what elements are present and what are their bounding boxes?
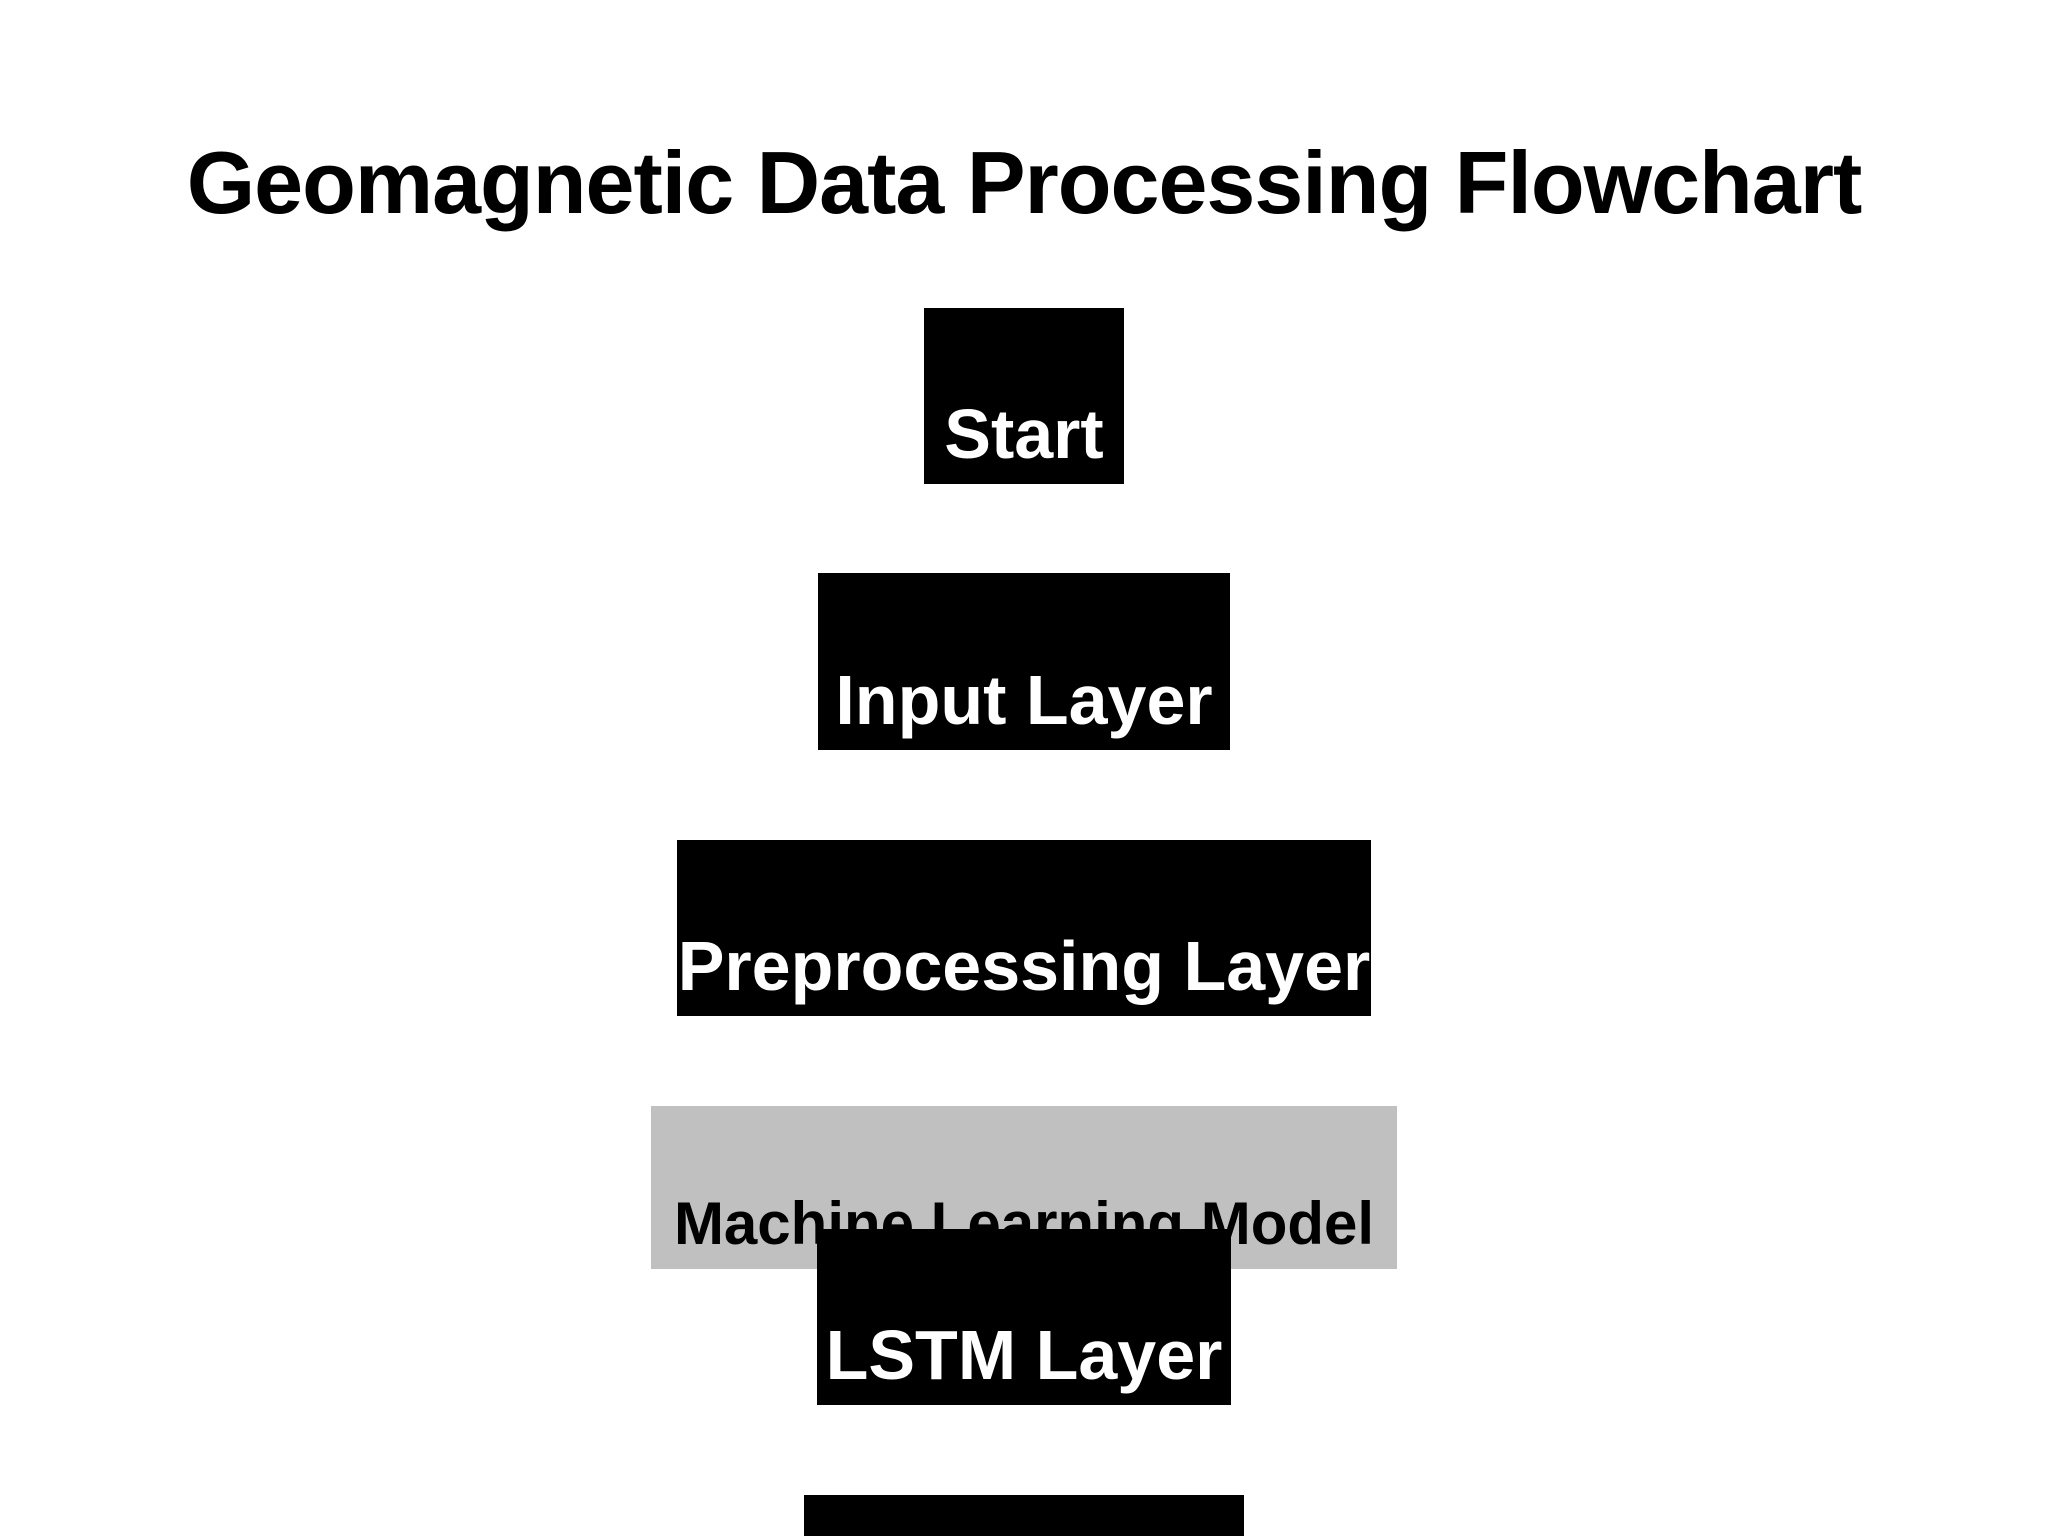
- start-node: Start: [924, 308, 1124, 484]
- preprocessing-layer-node: Preprocessing Layer: [677, 840, 1371, 1016]
- next-node-partial: [804, 1495, 1244, 1536]
- lstm-layer-node: LSTM Layer: [817, 1229, 1231, 1405]
- preprocessing-layer-node-label: Preprocessing Layer: [677, 927, 1371, 1005]
- start-node-label: Start: [944, 395, 1104, 473]
- input-layer-node: Input Layer: [818, 573, 1230, 750]
- lstm-layer-node-label: LSTM Layer: [825, 1316, 1223, 1394]
- input-layer-node-label: Input Layer: [835, 661, 1213, 739]
- diagram-title: Geomagnetic Data Processing Flowchart: [186, 133, 1863, 232]
